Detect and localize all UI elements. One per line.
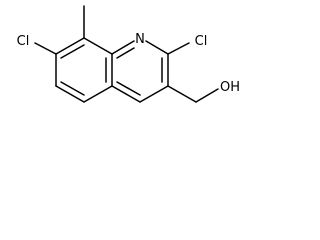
chlorine-left-label: Cl xyxy=(17,34,30,49)
bond-c4-c4a xyxy=(111,85,141,103)
bond-c8a-n1-inner xyxy=(116,47,135,59)
bond-c7-cl xyxy=(34,42,57,55)
hydroxyl-label: OH xyxy=(220,80,240,95)
molecule-structure: N Cl Cl OH xyxy=(17,5,240,103)
nitrogen-label: N xyxy=(135,32,145,47)
bond-c5-c4a xyxy=(83,85,113,103)
bond-c8a-n1 xyxy=(111,40,135,55)
bond-c3-ch2 xyxy=(167,85,197,103)
bond-c8a-c8 xyxy=(83,37,113,55)
bond-c2-cl xyxy=(167,42,190,55)
bond-c8-c7 xyxy=(55,37,85,55)
bond-c6-c5 xyxy=(55,85,85,103)
bond-c4-c4a-inner xyxy=(116,81,141,96)
bond-n1-c2 xyxy=(145,40,169,55)
bond-c6-c5-inner xyxy=(60,81,85,96)
bond-c3-c4 xyxy=(139,85,169,103)
bond-c8-c7-inner xyxy=(60,44,85,59)
bond-ch2-oh xyxy=(195,88,219,103)
chlorine-right-label: Cl xyxy=(195,34,208,49)
